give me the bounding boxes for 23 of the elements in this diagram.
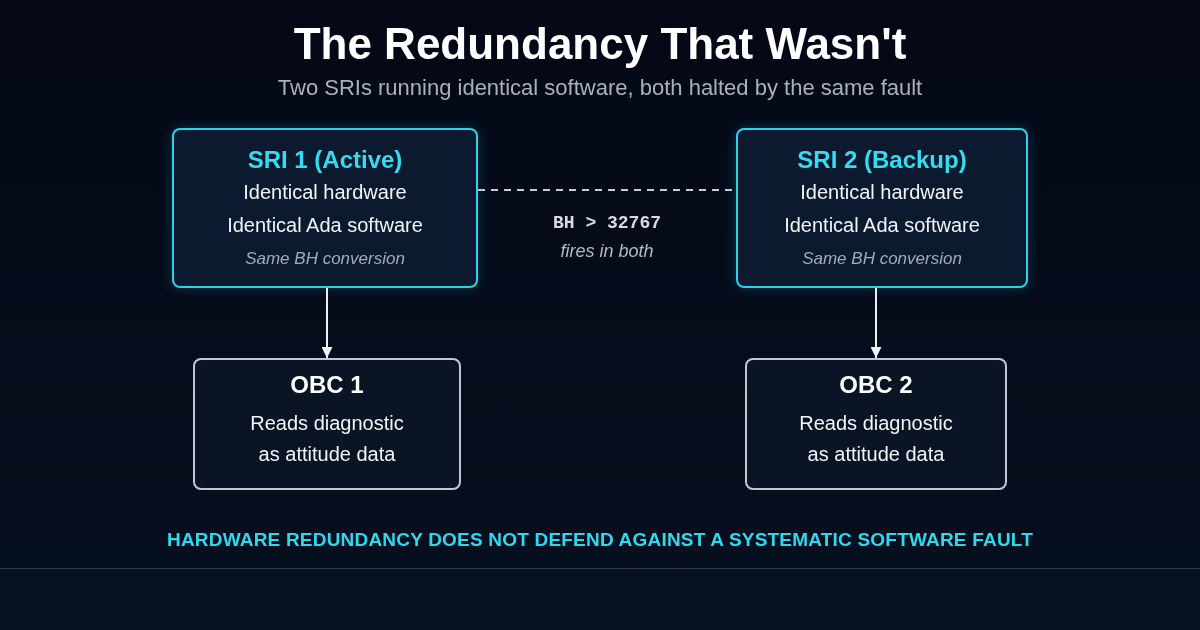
edge-label: BH > 32767 [553, 212, 661, 235]
box-text: Identical hardware [243, 180, 407, 205]
box-text: Reads diagnostic as attitude data [798, 411, 954, 467]
arrow [870, 287, 882, 359]
process-box [193, 358, 461, 490]
box-text: Identical Ada software [227, 213, 423, 238]
box-text: Identical hardware [800, 180, 964, 205]
box-note: Same BH conversion [802, 248, 962, 270]
box-heading: SRI 2 (Backup) [797, 145, 967, 175]
tagline: HARDWARE REDUNDANCY DOES NOT DEFEND AGAINST A SYSTEMATIC SOFTWARE FAULT [165, 528, 1034, 552]
box-note: Same BH conversion [245, 248, 405, 270]
box-heading: OBC 2 [839, 370, 913, 400]
process-box [745, 358, 1007, 490]
box-text: Reads diagnostic as attitude data [249, 411, 405, 467]
diagram-title: The Redundancy That Wasn't [292, 18, 908, 70]
box-heading: OBC 1 [290, 370, 364, 400]
subtitle: Two SRIs running identical software, both halted by the same fault [276, 74, 924, 102]
box-heading: SRI 1 (Active) [247, 145, 403, 175]
edge-note: fires in both [559, 240, 655, 263]
box-text: Identical Ada software [784, 213, 980, 238]
process-box [172, 128, 478, 288]
process-box [736, 128, 1028, 288]
arrow [321, 287, 333, 359]
